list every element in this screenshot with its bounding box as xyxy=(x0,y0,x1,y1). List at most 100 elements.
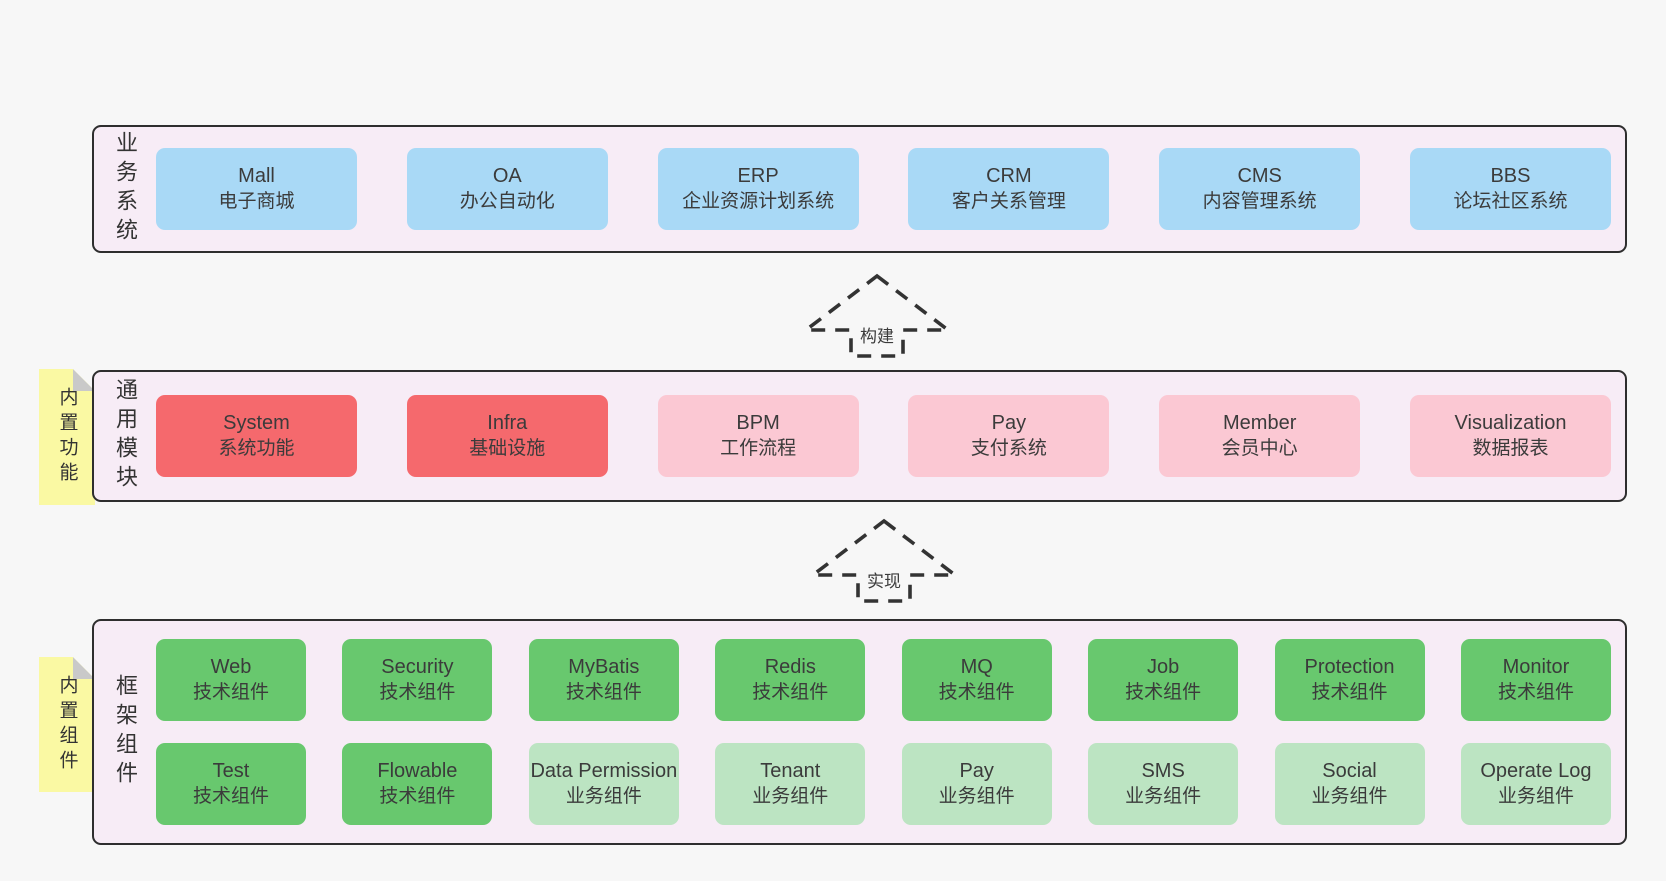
module-box-sms: SMS 业务组件 xyxy=(1088,743,1239,825)
module-description: 办公自动化 xyxy=(459,191,555,212)
module-box-social: Social 业务组件 xyxy=(1274,743,1425,825)
module-box-cms: CMS 内容管理系统 xyxy=(1159,148,1361,230)
module-name: Redis xyxy=(764,656,816,678)
module-description: 基础设施 xyxy=(469,438,546,459)
module-name: Job xyxy=(1146,656,1180,678)
module-name: Social xyxy=(1322,760,1377,782)
module-box-web: Web 技术组件 xyxy=(156,639,306,721)
module-box-job: Job 技术组件 xyxy=(1088,639,1239,721)
sticky-tab-text: 内置功能 xyxy=(56,387,78,487)
module-name: Pay xyxy=(991,412,1027,434)
module-description: 技术组件 xyxy=(1497,682,1574,703)
module-name: Web xyxy=(210,656,252,678)
module-box-visualization: Visualization 数据报表 xyxy=(1409,395,1611,477)
module-name: CMS xyxy=(1237,165,1282,187)
module-box-monitor: Monitor 技术组件 xyxy=(1460,639,1611,721)
section-label-framework: 框架组件 xyxy=(94,621,156,843)
module-description: 业务组件 xyxy=(1497,786,1574,807)
module-name: ERP xyxy=(737,165,779,187)
implement-arrow: 实现 xyxy=(809,517,959,605)
module-name: Tenant xyxy=(760,760,821,782)
module-name: MQ xyxy=(960,656,993,678)
module-description: 技术组件 xyxy=(938,682,1015,703)
module-box-mq: MQ 技术组件 xyxy=(901,639,1052,721)
module-description: 支付系统 xyxy=(970,438,1047,459)
module-box-operate-log: Operate Log 业务组件 xyxy=(1460,743,1611,825)
build-arrow: 构建 xyxy=(802,272,952,360)
module-name: Flowable xyxy=(377,760,458,782)
module-description: 业务组件 xyxy=(565,786,642,807)
module-box-redis: Redis 技术组件 xyxy=(715,639,866,721)
module-description: 技术组件 xyxy=(1311,682,1388,703)
module-description: 技术组件 xyxy=(1125,682,1202,703)
module-description: 业务组件 xyxy=(1125,786,1202,807)
module-description: 业务组件 xyxy=(752,786,829,807)
module-name: OA xyxy=(492,165,522,187)
module-box-bpm: BPM 工作流程 xyxy=(657,395,859,477)
module-description: 电子商城 xyxy=(218,191,295,212)
sticky-tab-built-in-components: 内置组件 xyxy=(39,657,95,792)
module-description: 论坛社区系统 xyxy=(1453,191,1568,212)
section-label-text: 框架组件 xyxy=(113,674,138,790)
module-description: 业务组件 xyxy=(1311,786,1388,807)
module-description: 客户关系管理 xyxy=(951,191,1066,212)
up-arrow-icon xyxy=(809,518,959,603)
module-name: Protection xyxy=(1304,656,1395,678)
module-name: Visualization xyxy=(1454,412,1567,434)
module-name: Monitor xyxy=(1502,656,1570,678)
sticky-tab-text: 内置组件 xyxy=(56,674,78,775)
arrow-label: 实现 xyxy=(863,567,905,592)
common-modules-section: 通用模块 System 系统功能 Infra 基础设施 BPM 工作流程 Pay 支付系统 Me… xyxy=(92,370,1627,502)
module-name: Test xyxy=(212,760,250,782)
module-name: CRM xyxy=(986,165,1032,187)
section-label-text: 通用模块 xyxy=(113,378,138,494)
module-name: Pay xyxy=(959,760,994,782)
module-box-oa: OA 办公自动化 xyxy=(406,148,608,230)
module-box-test: Test 技术组件 xyxy=(156,743,306,825)
module-name: SMS xyxy=(1141,760,1185,782)
module-description: 技术组件 xyxy=(379,786,456,807)
sticky-tab-built-in-features: 内置功能 xyxy=(39,369,95,505)
module-description: 技术组件 xyxy=(565,682,642,703)
module-description: 内容管理系统 xyxy=(1202,191,1317,212)
module-box-protection: Protection 技术组件 xyxy=(1274,639,1425,721)
module-box-tenant: Tenant 业务组件 xyxy=(715,743,866,825)
module-name: Security xyxy=(381,656,454,678)
module-box-flowable: Flowable 技术组件 xyxy=(342,743,493,825)
module-name: BPM xyxy=(736,412,780,434)
module-name: Infra xyxy=(487,412,528,434)
module-box-infra: Infra 基础设施 xyxy=(406,395,608,477)
module-description: 业务组件 xyxy=(938,786,1015,807)
module-name: Operate Log xyxy=(1480,760,1592,782)
module-description: 技术组件 xyxy=(752,682,829,703)
module-description: 技术组件 xyxy=(192,786,269,807)
common-modules-rows: System 系统功能 Infra 基础设施 BPM 工作流程 Pay 支付系统 Member 会… xyxy=(156,372,1625,500)
module-description: 系统功能 xyxy=(218,438,295,459)
module-box-member: Member 会员中心 xyxy=(1159,395,1361,477)
module-box-bbs: BBS 论坛社区系统 xyxy=(1409,148,1611,230)
up-arrow-icon xyxy=(802,273,952,358)
module-box-pay: Pay 业务组件 xyxy=(901,743,1052,825)
module-name: BBS xyxy=(1490,165,1531,187)
module-description: 企业资源计划系统 xyxy=(682,191,835,212)
module-name: System xyxy=(223,412,290,434)
module-name: Member xyxy=(1223,412,1297,434)
section-label-business: 业务系统 xyxy=(94,127,156,251)
module-description: 数据报表 xyxy=(1472,438,1549,459)
module-description: 会员中心 xyxy=(1221,438,1298,459)
arrow-label: 构建 xyxy=(856,322,898,347)
module-row: System 系统功能 Infra 基础设施 BPM 工作流程 Pay 支付系统 Member 会… xyxy=(156,395,1611,477)
module-description: 工作流程 xyxy=(720,438,797,459)
module-description: 技术组件 xyxy=(192,682,269,703)
section-label-text: 业务系统 xyxy=(113,131,138,247)
